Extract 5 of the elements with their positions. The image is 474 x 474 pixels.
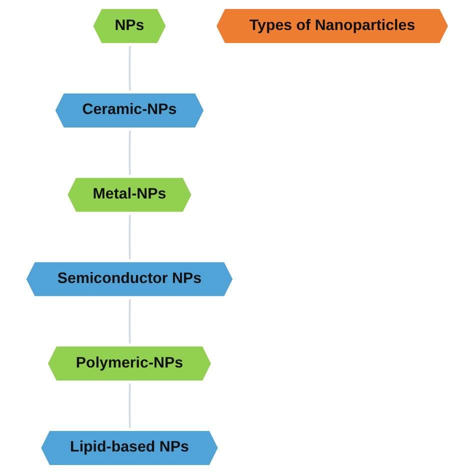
connector [128, 45, 131, 92]
connector [128, 129, 131, 177]
connector [128, 382, 131, 430]
connector [128, 298, 131, 346]
connector [128, 214, 131, 262]
